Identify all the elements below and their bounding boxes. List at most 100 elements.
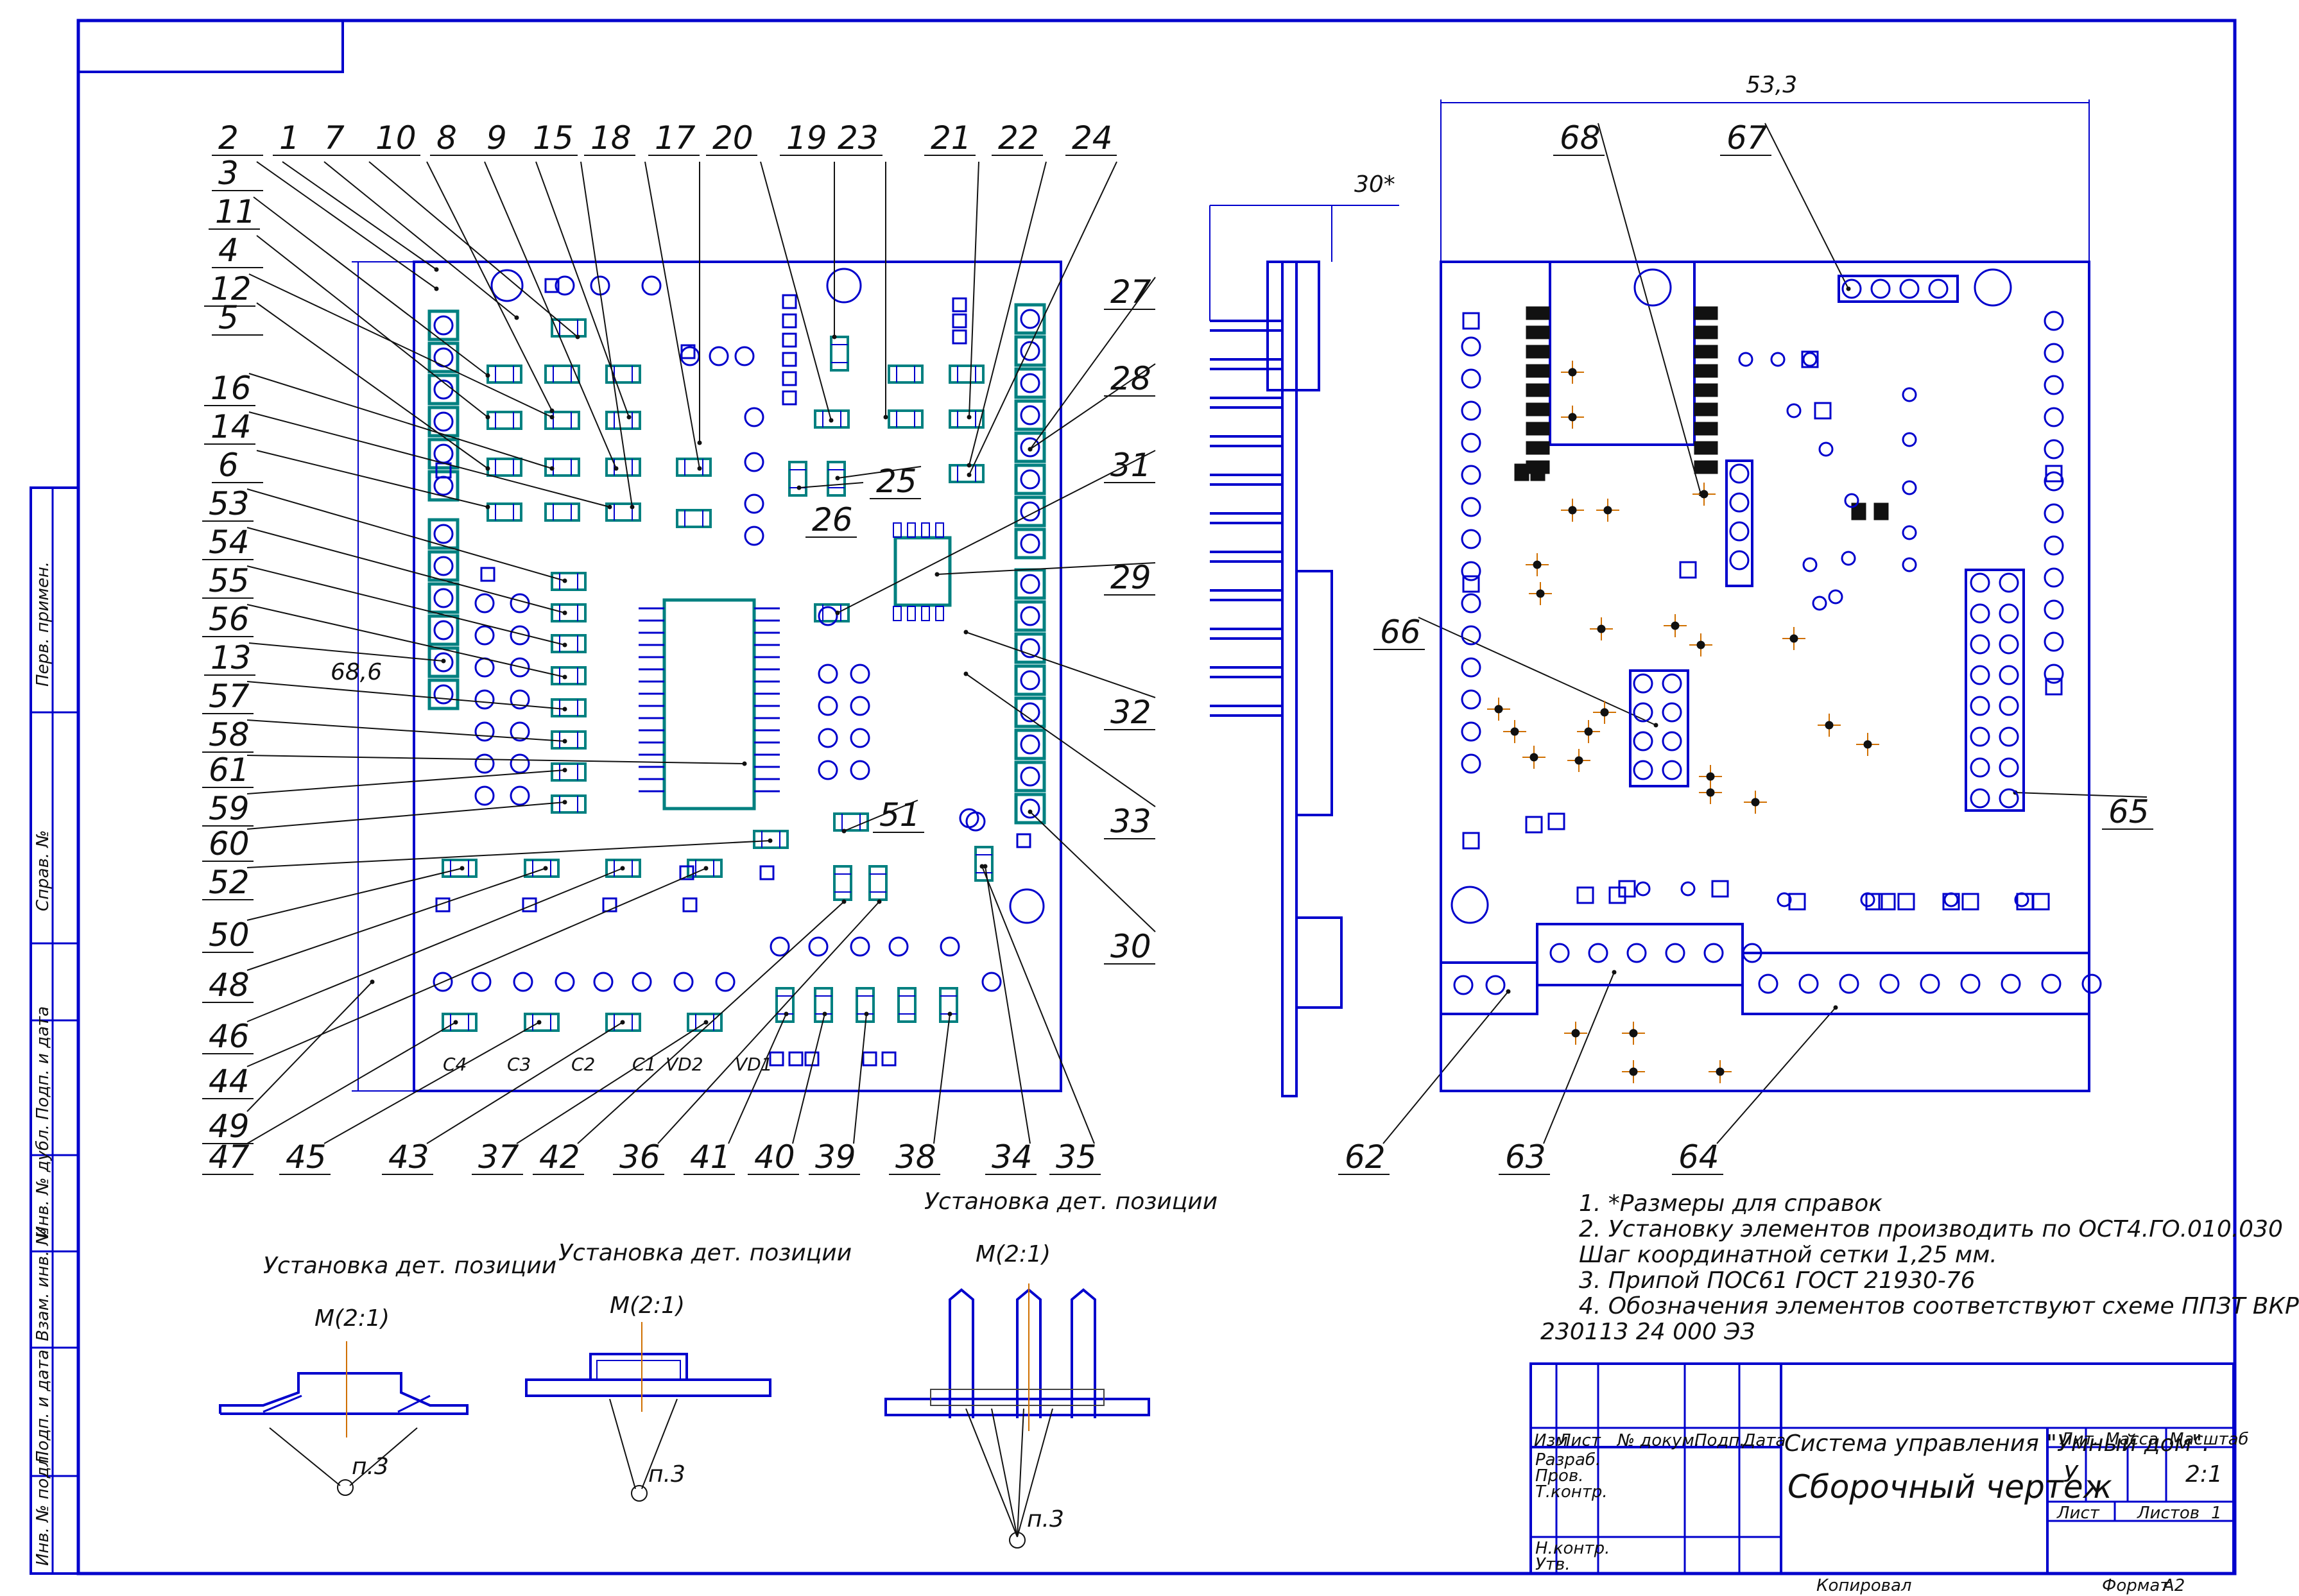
component-dot: [1629, 1067, 1638, 1076]
position-label-49: 49: [209, 1108, 250, 1145]
via-hole: [1812, 596, 1827, 611]
pad-hole: [1020, 798, 1040, 819]
pad-round: [2044, 375, 2064, 395]
position-label-11: 11: [215, 193, 256, 230]
position-label-52: 52: [209, 864, 250, 901]
position-label-17: 17: [655, 119, 696, 157]
title-scale-label: Масштаб: [2169, 1430, 2249, 1449]
smd-component: [605, 411, 641, 430]
pad-square: [1801, 350, 1819, 368]
smd-component: [888, 365, 924, 384]
ic-pin: [907, 606, 916, 621]
pad-round: [1662, 673, 1682, 694]
detail-title-3: Установка дет. позиции: [924, 1188, 1218, 1215]
position-label-45: 45: [286, 1138, 327, 1176]
leader-line: [644, 161, 700, 469]
pad-round: [1461, 336, 1481, 357]
smd-component: [486, 365, 522, 384]
position-label-30: 30: [1110, 928, 1151, 965]
position-label-68: 68: [1560, 119, 1601, 157]
pad-hole: [433, 684, 454, 705]
pad-round: [1461, 625, 1481, 646]
note-line-5: 4. Обозначения элементов соответствуют с…: [1579, 1293, 2299, 1319]
leader-line: [368, 161, 578, 338]
title-block-frame: [1529, 1362, 2235, 1575]
leader-line: [246, 769, 565, 794]
pad-round: [1870, 279, 1891, 299]
pad-round: [1999, 634, 2019, 655]
via-hole: [510, 593, 530, 614]
title-row-prov: Пров.: [1535, 1466, 1584, 1486]
leader-dot: [549, 466, 555, 471]
leader-dot: [626, 415, 632, 420]
pad-square: [1014, 728, 1046, 760]
pad-round: [1461, 561, 1481, 581]
pad-round: [1461, 529, 1481, 549]
via-hole: [1841, 551, 1856, 566]
pad-round: [1549, 943, 1570, 963]
pad-square: [427, 373, 460, 406]
leader-line: [246, 981, 373, 1112]
leader-dot: [562, 578, 567, 583]
leader-dot: [460, 866, 465, 871]
pad-round: [1999, 726, 2019, 747]
pad-hole: [1020, 309, 1040, 329]
pad-square: [2016, 893, 2034, 911]
title-mass-label: Масса: [2105, 1430, 2158, 1449]
pad-round: [1662, 760, 1682, 780]
via-hole: [1802, 352, 1818, 367]
pad-hole: [433, 652, 454, 673]
position-label-3: 3: [218, 155, 239, 192]
leader-dot: [841, 828, 847, 834]
pad-round: [2044, 311, 2064, 331]
leader-line: [969, 161, 1117, 476]
smd-component: [949, 464, 985, 483]
module-pin: [1526, 364, 1550, 378]
pad-round: [1729, 463, 1750, 484]
leader-line: [256, 161, 437, 289]
leader-dot: [514, 315, 519, 320]
module-pin: [1694, 441, 1718, 455]
leader-line: [253, 196, 488, 376]
detail-scale-2: M(2:1): [610, 1292, 685, 1319]
pad-round: [1461, 593, 1481, 614]
via-hole: [818, 606, 838, 626]
leader-dot: [1833, 1005, 1838, 1010]
leader-line: [2015, 792, 2148, 798]
position-label-28: 28: [1110, 360, 1151, 397]
via-hole: [744, 452, 764, 472]
side-component: [1295, 570, 1333, 816]
ic-pin: [907, 522, 916, 538]
leader-dot: [768, 838, 773, 843]
pad-round: [1588, 943, 1608, 963]
leader-dot: [1612, 970, 1617, 975]
smd-component: [605, 1013, 641, 1032]
pad-round: [2081, 974, 2102, 994]
pad-square: [1462, 312, 1480, 330]
pad-square: [1878, 893, 1896, 911]
leader-dot: [620, 1020, 625, 1025]
via-hole: [888, 936, 909, 957]
via-hole: [1828, 589, 1843, 605]
leader-dot: [370, 979, 375, 984]
via-hole: [1818, 442, 1834, 457]
leader-dot: [864, 1011, 869, 1017]
detail3-pin-3: [1071, 1288, 1096, 1418]
smd-pad-black: [1530, 463, 1546, 481]
pad-square: [1014, 528, 1046, 560]
position-label-48: 48: [209, 966, 250, 1004]
pad-round: [1999, 788, 2019, 809]
leader-dot: [562, 800, 567, 805]
detail-title-1: Установка дет. позиции: [263, 1253, 557, 1279]
leader-dot: [822, 1011, 827, 1017]
leader-dot: [575, 334, 580, 339]
component-dot: [1574, 756, 1583, 765]
pad-hole: [433, 315, 454, 336]
component-dot: [1751, 798, 1760, 807]
pad-small: [480, 567, 495, 582]
note-line-3: Шаг координатной сетки 1,25 мм.: [1579, 1242, 1997, 1268]
leader-dot: [537, 1020, 542, 1025]
position-label-62: 62: [1345, 1138, 1386, 1176]
silkscreen-vd2: VD2: [666, 1054, 703, 1075]
pad-square: [427, 678, 460, 710]
